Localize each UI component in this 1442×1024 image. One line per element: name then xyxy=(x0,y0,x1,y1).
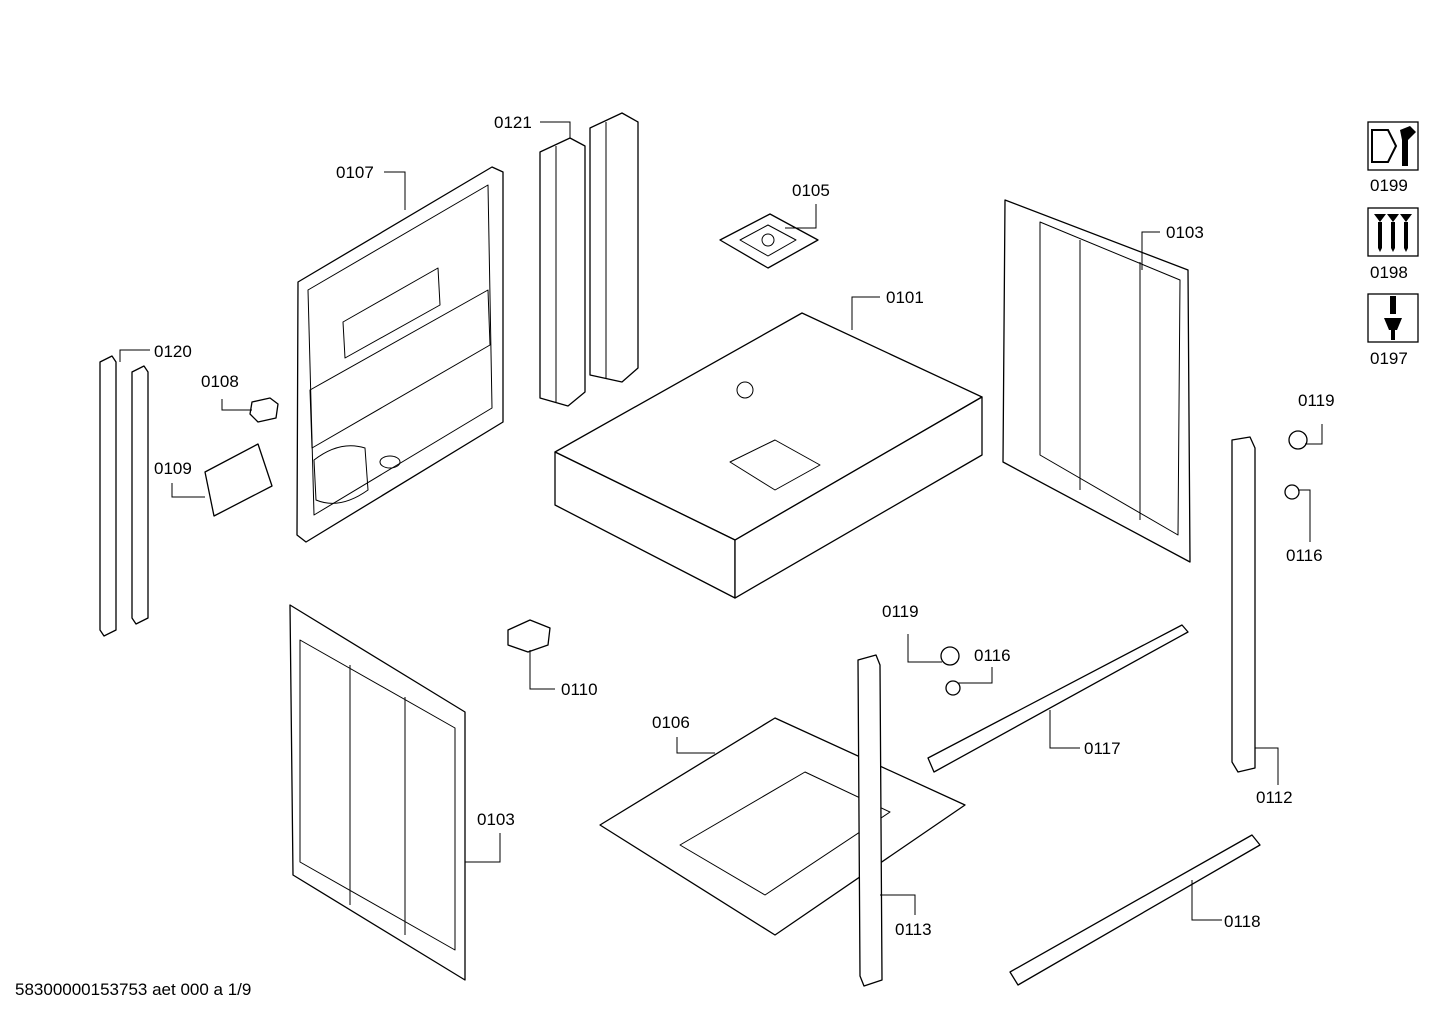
part-0105 xyxy=(719,213,819,269)
label-0106: 0106 xyxy=(652,713,690,732)
legend-label-0198: 0198 xyxy=(1370,263,1408,282)
label-0119-lower: 0119 xyxy=(882,602,919,621)
part-0103-lower xyxy=(289,604,466,981)
label-0120: 0120 xyxy=(154,342,192,361)
label-0103-lower: 0103 xyxy=(477,810,515,829)
label-0105: 0105 xyxy=(792,181,830,200)
part-0101 xyxy=(554,312,983,599)
screws-icon xyxy=(1367,207,1419,257)
legend-label-0199: 0199 xyxy=(1370,176,1408,195)
screwdriver-icon xyxy=(1367,293,1419,343)
legend-label-0197: 0197 xyxy=(1370,349,1408,368)
label-0121: 0121 xyxy=(494,113,532,132)
part-0107 xyxy=(296,166,504,543)
part-0112 xyxy=(1231,436,1256,773)
part-0116-lower xyxy=(945,680,961,696)
part-0103-right xyxy=(1002,199,1191,563)
label-0107: 0107 xyxy=(336,163,374,182)
part-0106 xyxy=(599,717,966,936)
label-0110: 0110 xyxy=(561,680,598,699)
document-code: 58300000153753 aet 000 a 1/9 xyxy=(15,980,252,999)
part-0121 xyxy=(539,112,639,407)
part-0120 xyxy=(99,355,149,637)
part-0118 xyxy=(1009,834,1261,986)
label-0103-right: 0103 xyxy=(1166,223,1204,242)
part-0119-lower xyxy=(940,646,960,666)
part-0110 xyxy=(507,619,551,653)
tools-icon xyxy=(1367,121,1419,171)
label-0112: 0112 xyxy=(1256,788,1293,807)
label-0119-upper: 0119 xyxy=(1298,391,1335,410)
label-0116-lower: 0116 xyxy=(974,646,1011,665)
part-0109 xyxy=(204,443,273,517)
label-0101: 0101 xyxy=(886,288,924,307)
leader-lines xyxy=(119,121,1323,921)
label-0109: 0109 xyxy=(154,459,192,478)
part-0116-upper xyxy=(1284,484,1300,500)
part-0119-upper xyxy=(1288,430,1308,450)
label-0117: 0117 xyxy=(1084,739,1121,758)
label-0108: 0108 xyxy=(201,372,239,391)
label-0116-upper: 0116 xyxy=(1286,546,1323,565)
part-0113 xyxy=(857,654,883,987)
part-0108 xyxy=(249,397,279,423)
part-0117 xyxy=(927,624,1189,773)
label-0113: 0113 xyxy=(895,920,932,939)
label-0118: 0118 xyxy=(1224,912,1261,931)
